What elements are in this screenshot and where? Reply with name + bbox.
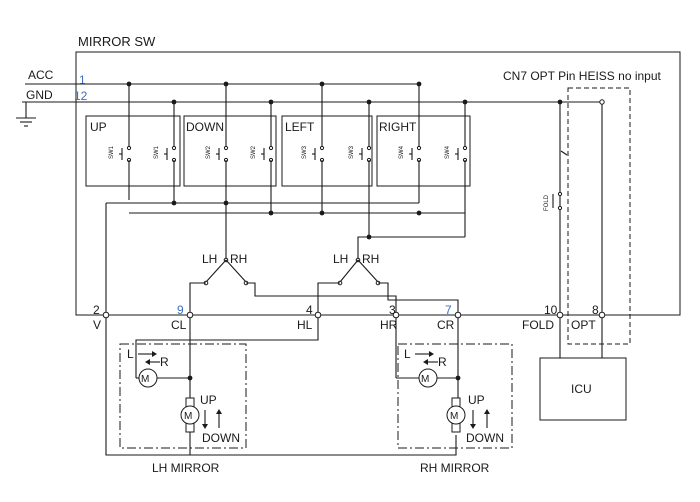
pin-10-name: FOLD (522, 318, 554, 332)
rh-vertical-motor-icon: M (446, 397, 466, 433)
cn7-note: CN7 OPT Pin HEISS no input (503, 69, 662, 83)
switch-contact-up-a: SW1 (109, 145, 132, 200)
fold-switch: FOLD (544, 99, 568, 315)
icu-box (539, 357, 627, 421)
lh-motor-l-label: L (127, 347, 134, 361)
switch-left-sw-label-b: SW3 (349, 145, 355, 159)
switch-down-sw-label-a: SW2 (206, 145, 212, 159)
switch-left-box (281, 115, 373, 187)
switch-right-sw-label-b: SW4 (445, 145, 451, 159)
ground-icon (16, 117, 36, 127)
rh-horizontal-motor-icon: M (418, 368, 438, 388)
switch-right-box (376, 115, 471, 187)
pin-7-name: CR (437, 318, 455, 332)
selector-left-rh-label: RH (230, 252, 247, 266)
lh-mirror-label: LH MIRROR (152, 461, 220, 475)
switch-down-sw-label-b: SW2 (251, 145, 257, 159)
switch-contact-right-b: SW4 (445, 145, 468, 237)
lh-vertical-motor-icon: M (180, 397, 200, 433)
rh-motor-up-label: UP (468, 393, 485, 407)
lh-horizontal-motor-icon: M (138, 368, 158, 388)
connector-pins: 2 V 9 CL 4 HL 3 HR 7 CR 10 FOLD 8 OPT (93, 303, 606, 332)
switch-left: LEFT (281, 115, 373, 187)
selector-right-lh-label: LH (333, 252, 348, 266)
pin-10-number: 10 (544, 303, 558, 317)
rh-mirror-label: RH MIRROR (420, 461, 490, 475)
pin-7-number: 7 (445, 303, 452, 317)
rh-motor-l-label: L (404, 347, 411, 361)
external-wiring (105, 318, 603, 456)
switch-down: DOWN (183, 115, 277, 187)
switch-contact-right-a: SW4 (399, 145, 422, 203)
switch-up: UP (85, 115, 181, 187)
pin-9-name: CL (171, 318, 187, 332)
pin-8-number: 8 (592, 303, 599, 317)
selector-left-lh-label: LH (202, 252, 217, 266)
switch-down-label: DOWN (186, 120, 224, 134)
selector-switch-left: LH RH (189, 252, 397, 315)
selector-right-rh-label: RH (362, 252, 379, 266)
icu-label: ICU (571, 382, 592, 396)
rh-horizontal-motor-symbol: M (421, 374, 429, 385)
pin-9-number: 9 (177, 303, 184, 317)
gnd-pin-number: 12 (74, 89, 88, 103)
switch-up-label: UP (90, 120, 107, 134)
switch-up-sw-label-b: SW1 (154, 145, 160, 159)
switch-right-sw-label-a: SW4 (399, 145, 405, 159)
gnd-label: GND (26, 88, 53, 102)
mirror-switch-title: MIRROR SW (78, 34, 156, 49)
mirror-switch-housing (75, 51, 681, 316)
lh-horizontal-motor-symbol: M (141, 374, 149, 385)
switch-contact-up-b: SW1 (154, 145, 177, 203)
cn7-dashed-box (567, 87, 631, 345)
pin-3-number: 3 (389, 303, 396, 317)
switch-down-box (183, 115, 277, 187)
switch-left-label: LEFT (285, 120, 315, 134)
switch-left-sw-label-a: SW3 (302, 145, 308, 159)
pin-3-name: HR (380, 318, 398, 332)
pin-2-number: 2 (93, 303, 100, 317)
lh-mirror-box (119, 343, 247, 449)
lh-motor-up-label: UP (200, 393, 217, 407)
cn7-opt-region: CN7 OPT Pin HEISS no input (503, 69, 662, 345)
switch-contact-down-b: SW2 (251, 145, 274, 213)
switch-right: RIGHT (376, 115, 471, 187)
lh-vertical-motor-symbol: M (184, 411, 192, 422)
rh-vertical-motor-symbol: M (450, 411, 458, 422)
rh-motor-down-label: DOWN (466, 431, 504, 445)
lh-motor-r-label: R (160, 355, 169, 369)
fold-switch-label: FOLD (544, 194, 550, 211)
acc-pin-number: 1 (79, 73, 86, 87)
gnd-junctions (171, 99, 468, 148)
selector-switch-right: LH RH (317, 252, 459, 315)
pin-4-number: 4 (306, 303, 313, 317)
acc-label: ACC (28, 68, 54, 82)
switch-up-box (85, 115, 181, 187)
icu-unit: ICU (539, 357, 627, 421)
power-inputs: ACC 1 GND 12 (16, 68, 602, 127)
switch-right-label: RIGHT (379, 120, 417, 134)
switch-contact-down-a: SW2 (206, 145, 229, 203)
lh-mirror: LH MIRROR L R M M UP DOWN (119, 343, 247, 475)
pin-2-name: V (93, 318, 101, 332)
rh-mirror-box (397, 343, 513, 449)
pin-4-name: HL (297, 318, 313, 332)
lh-motor-down-label: DOWN (202, 431, 240, 445)
switch-contact-left-a: SW3 (302, 145, 325, 213)
rh-motor-r-label: R (438, 355, 447, 369)
pin-8-name: OPT (571, 318, 596, 332)
rh-mirror: RH MIRROR L R M M UP DOWN (396, 343, 513, 475)
switch-contact-left-b: SW3 (349, 145, 372, 237)
switch-up-sw-label-a: SW1 (109, 145, 115, 159)
switch-contacts: SW1 SW1 SW2 SW2 (109, 145, 468, 237)
internal-bus-wiring (105, 200, 465, 315)
